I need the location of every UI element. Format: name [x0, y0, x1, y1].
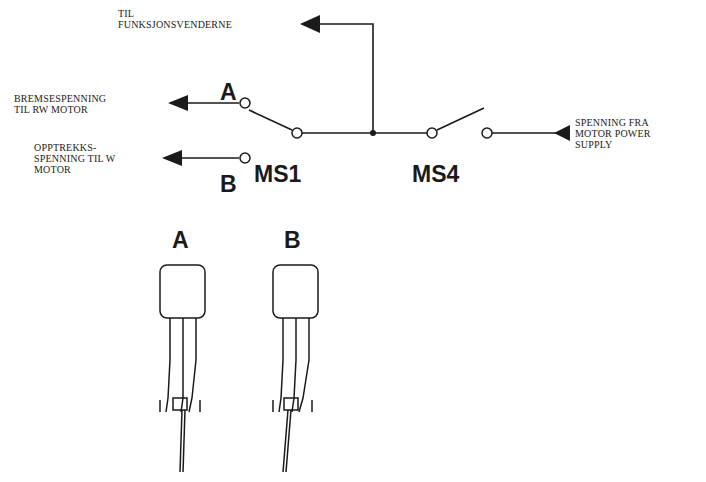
- component-b: [273, 265, 318, 472]
- switch-terminal: [240, 153, 250, 163]
- component-letter: A: [172, 228, 189, 252]
- switch-terminal: [292, 128, 302, 138]
- switch-terminal: [240, 98, 250, 108]
- signal-label: OPPTREKKS- SPENNING TIL W MOTOR: [34, 142, 126, 175]
- terminal-letter: B: [220, 172, 237, 196]
- signal-label: SPENNING FRA MOTOR POWER SUPPLY: [575, 117, 671, 150]
- signal-label: TIL FUNKSJONSVENDERNE: [118, 8, 232, 30]
- component-a: [160, 265, 205, 472]
- wire: [492, 132, 556, 134]
- switch-terminal: [482, 128, 492, 138]
- wire: [318, 24, 373, 133]
- wire: [302, 132, 428, 134]
- arrowhead: [554, 125, 570, 141]
- component-letter: B: [284, 228, 301, 252]
- switch-blade: [249, 110, 292, 130]
- arrowhead: [300, 15, 320, 33]
- terminal-letter: A: [220, 80, 237, 104]
- switch-terminal: [427, 128, 437, 138]
- switch-name: MS1: [254, 162, 301, 186]
- signal-label: BREMSESPENNING TIL RW MOTOR: [14, 93, 114, 115]
- arrowhead: [162, 150, 182, 166]
- junction-dot: [370, 130, 376, 136]
- arrowhead: [168, 95, 188, 111]
- switch-blade: [437, 108, 484, 130]
- switch-name: MS4: [412, 162, 459, 186]
- wire: [178, 157, 239, 159]
